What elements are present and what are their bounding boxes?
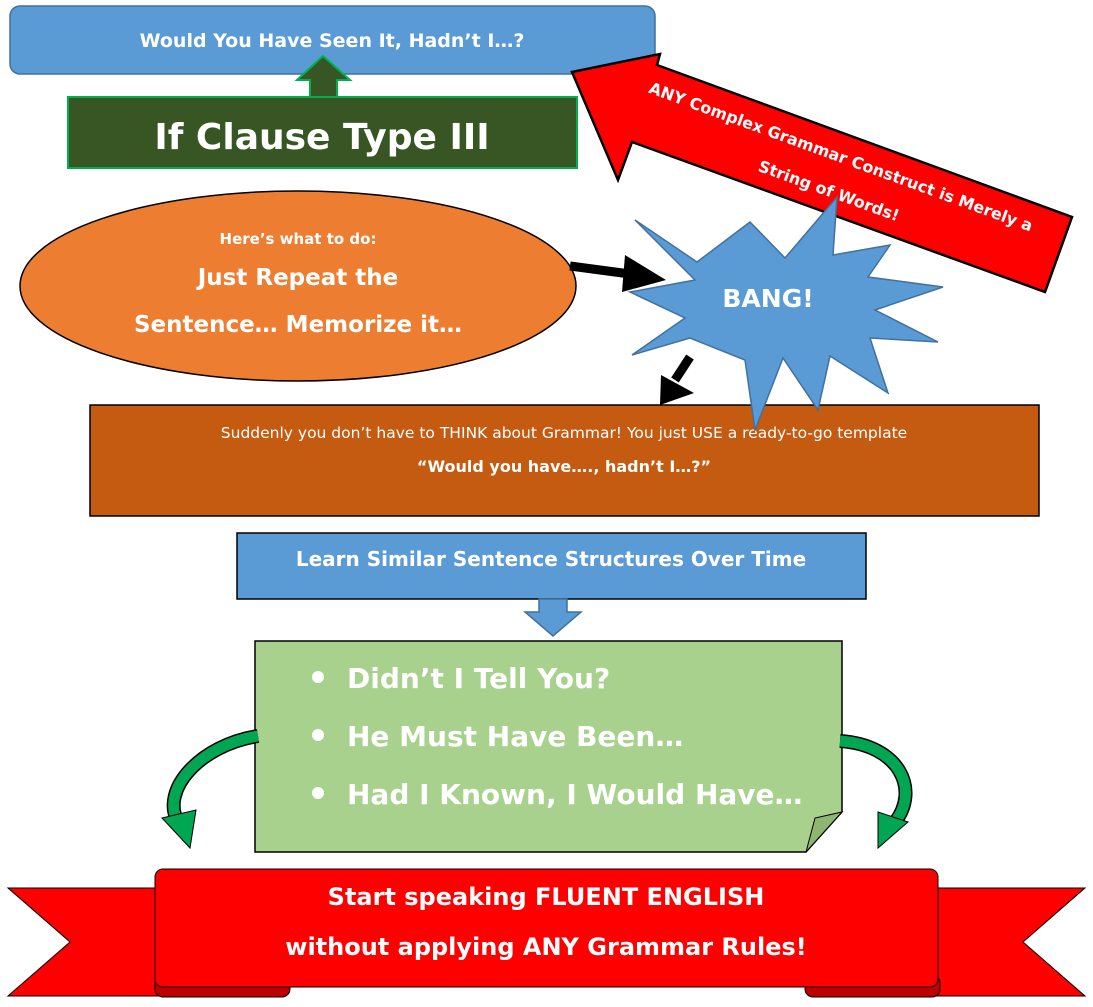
arrow-down-left-icon xyxy=(660,354,694,405)
bang-starburst: BANG! xyxy=(627,194,944,433)
examples-note: Didn’t I Tell You? He Must Have Been… Ha… xyxy=(254,640,844,853)
folded-corner-icon xyxy=(805,811,844,853)
top-box: Would You Have Seen It, Hadn’t I…? xyxy=(9,5,656,75)
ellipse-line1: Just Repeat the xyxy=(196,265,399,291)
arrow-right-icon xyxy=(569,255,666,292)
title-text: If Clause Type III xyxy=(154,117,489,158)
title-box: If Clause Type III xyxy=(67,96,578,169)
ribbon-line1: Start speaking FLUENT ENGLISH xyxy=(328,883,765,911)
template-box: Suddenly you don’t have to THINK about G… xyxy=(89,404,1040,517)
top-box-text: Would You Have Seen It, Hadn’t I…? xyxy=(140,30,525,52)
learn-box: Learn Similar Sentence Structures Over T… xyxy=(236,532,867,600)
learn-text: Learn Similar Sentence Structures Over T… xyxy=(296,547,806,571)
note-item: Had I Known, I Would Have… xyxy=(347,778,803,811)
fluent-ribbon: Start speaking FLUENT ENGLISH without ap… xyxy=(6,868,1087,998)
ellipse-intro: Here’s what to do: xyxy=(220,230,377,248)
down-arrow-icon xyxy=(522,598,584,637)
curved-arrow-right-icon xyxy=(839,734,913,850)
up-arrow-icon xyxy=(294,54,353,98)
template-line2: “Would you have…., hadn’t I…?” xyxy=(417,457,711,476)
ribbon-line2: without applying ANY Grammar Rules! xyxy=(285,933,806,961)
starburst-icon xyxy=(627,194,944,433)
note-item: He Must Have Been… xyxy=(347,720,683,753)
note-item: Didn’t I Tell You? xyxy=(347,662,610,695)
ellipse-line2: Sentence… Memorize it… xyxy=(134,312,462,338)
template-line1: Suddenly you don’t have to THINK about G… xyxy=(221,424,907,442)
instruction-ellipse: Here’s what to do: Just Repeat the Sente… xyxy=(19,190,577,382)
red-arrow-icon xyxy=(570,52,1074,294)
curved-arrow-left-icon xyxy=(161,729,260,850)
bang-text: BANG! xyxy=(722,284,813,313)
